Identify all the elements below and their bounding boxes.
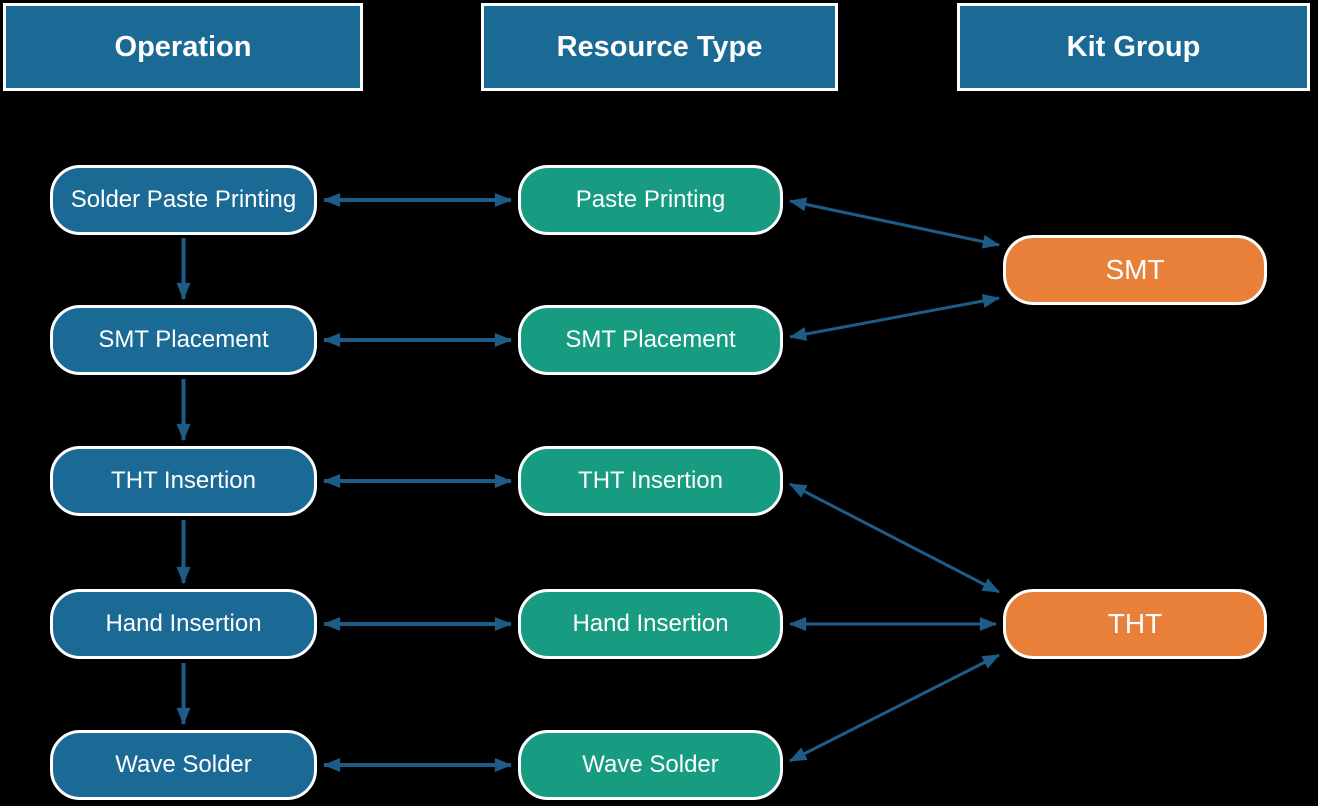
operation-smt-placement: SMT Placement (50, 305, 317, 375)
resource-hand-insertion: Hand Insertion (518, 589, 783, 659)
resource-paste-printing: Paste Printing (518, 165, 783, 235)
header-resource-type: Resource Type (481, 3, 838, 91)
resource-wave-solder: Wave Solder (518, 730, 783, 800)
res-kit-arrow-5 (789, 653, 1000, 763)
operation-wave-solder: Wave Solder (50, 730, 317, 800)
res-kit-arrow-1 (788, 197, 1001, 249)
res-kit-arrow-2 (788, 294, 1001, 341)
resource-tht-insertion: THT Insertion (518, 446, 783, 516)
res-kit-arrow-3 (789, 482, 1000, 594)
kit-group-tht: THT (1003, 589, 1267, 659)
operation-hand-insertion: Hand Insertion (50, 589, 317, 659)
resource-smt-placement: SMT Placement (518, 305, 783, 375)
operation-tht-insertion: THT Insertion (50, 446, 317, 516)
header-kit-group: Kit Group (957, 3, 1310, 91)
operation-solder-paste-printing: Solder Paste Printing (50, 165, 317, 235)
kit-group-smt: SMT (1003, 235, 1267, 305)
header-operation: Operation (3, 3, 363, 91)
